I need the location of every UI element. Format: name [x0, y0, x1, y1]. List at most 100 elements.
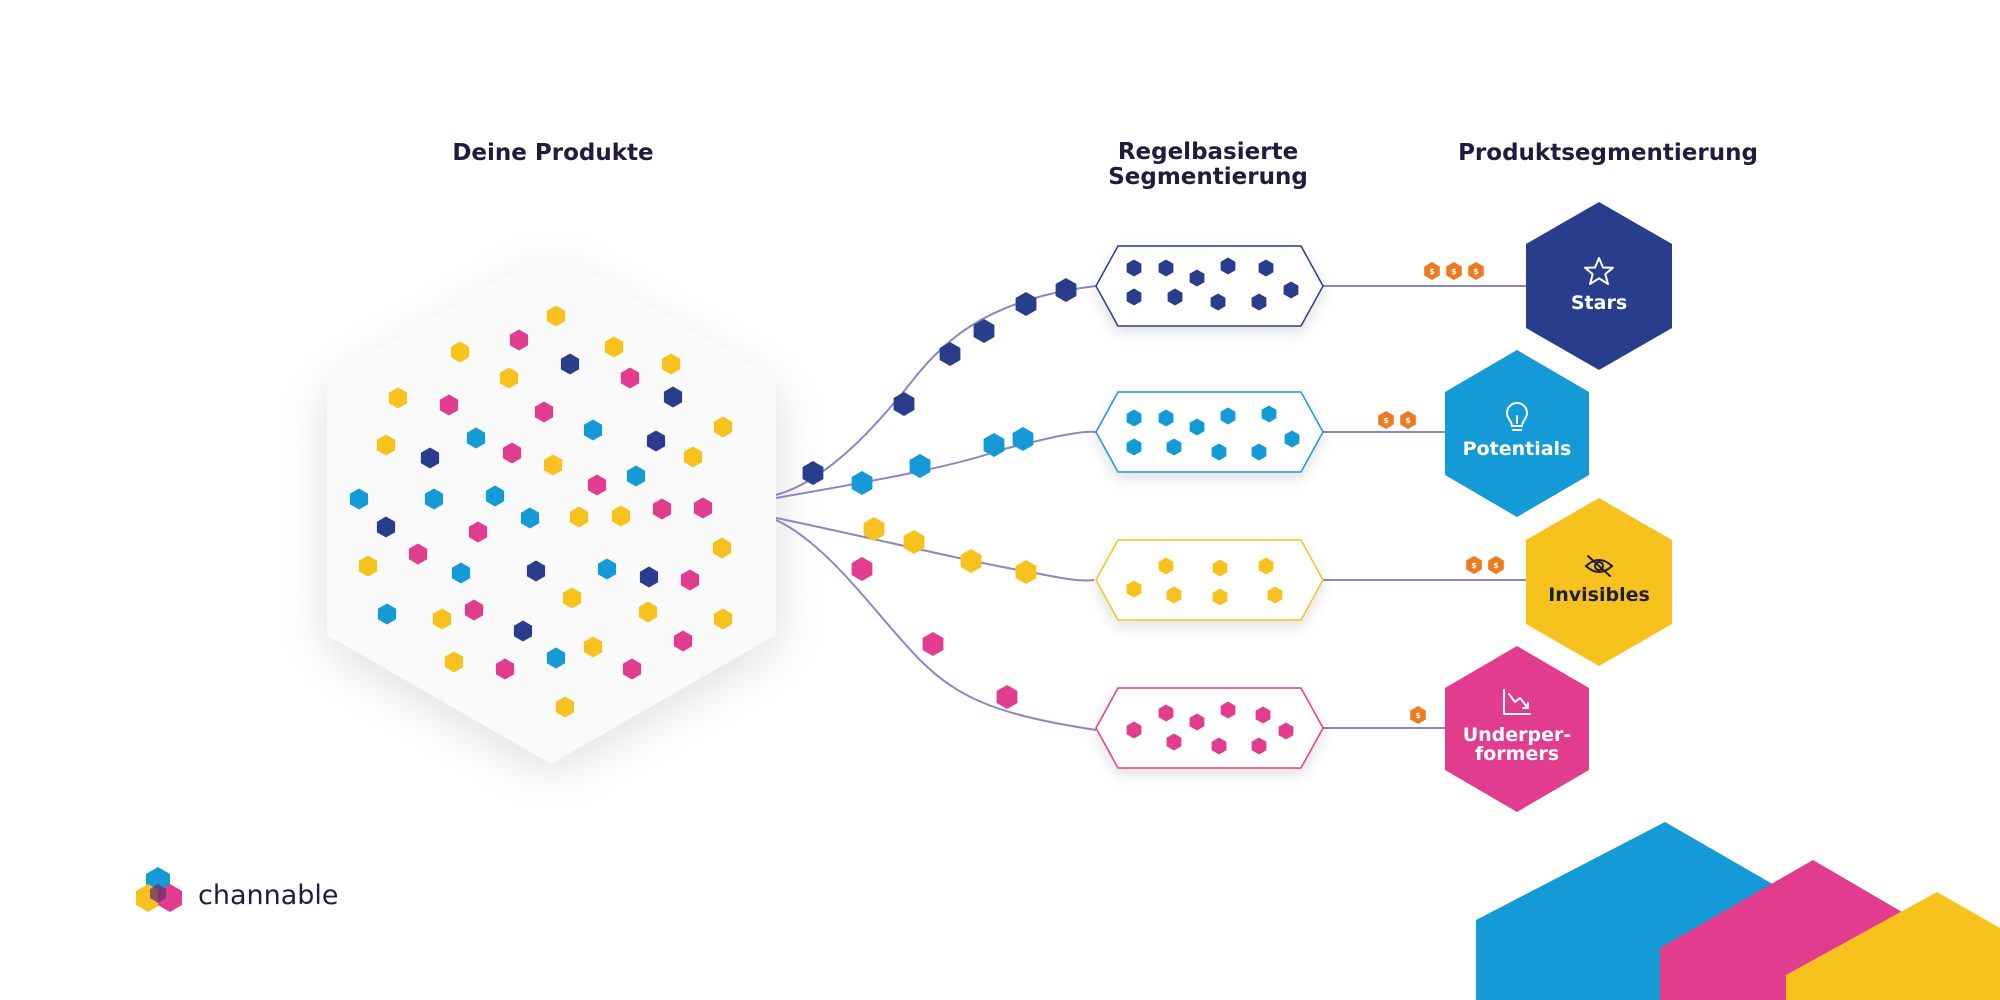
product-dot [376, 516, 396, 538]
filter-dot [1258, 557, 1274, 575]
underperformers-hexagon [1445, 646, 1589, 812]
connector-invisibles [775, 517, 1095, 582]
filter-dot [1212, 588, 1228, 606]
filter-dot [1255, 706, 1271, 724]
filter-invisibles [1095, 539, 1324, 621]
product-pool-hexagon [327, 250, 776, 764]
product-dot [646, 430, 666, 452]
rule-filters [1095, 245, 1324, 769]
product-dot [513, 620, 533, 642]
money-icon [1400, 411, 1416, 429]
money-symbol: $ [1473, 267, 1479, 276]
segment-potentials: Potentials [1445, 350, 1589, 517]
flowing-dot [973, 319, 995, 343]
filter-dot [1258, 259, 1274, 277]
lightbulb-icon [1505, 402, 1529, 431]
segmentation-title: Produktsegmentierung [1458, 140, 1758, 166]
flowing-dot [903, 530, 925, 554]
filter-dot [1210, 293, 1226, 311]
filter-dot [1211, 443, 1227, 461]
product-dot [546, 305, 566, 327]
flowing-dot [893, 392, 915, 416]
product-dot [495, 658, 515, 680]
flowing-dot [939, 342, 961, 366]
product-dot [439, 394, 459, 416]
potentials-label: Potentials [1463, 438, 1572, 460]
filter-dot [1220, 257, 1236, 275]
product-dot [583, 636, 603, 658]
filter-dot [1283, 281, 1299, 299]
flowing-dot [909, 454, 931, 478]
product-dot [663, 386, 683, 408]
filter-dot [1267, 586, 1283, 604]
product-dot [520, 507, 540, 529]
potentials-hexagon [1445, 350, 1589, 517]
underperformers-label-line2: formers [1475, 743, 1559, 765]
value-indicators: $$$$$$$$ [1378, 262, 1504, 724]
filter-dot [1166, 733, 1182, 751]
filter-dot [1166, 438, 1182, 456]
money-icon [1466, 556, 1482, 574]
filter-dot [1126, 721, 1142, 739]
filter-dot [1126, 259, 1142, 277]
filter-dot [1158, 259, 1174, 277]
filter-dot [1189, 269, 1205, 287]
money-icon [1468, 262, 1484, 280]
product-dot [444, 651, 464, 673]
filter-stars [1095, 245, 1324, 327]
product-dot [620, 367, 640, 389]
product-dot [626, 465, 646, 487]
product-dot [562, 587, 582, 609]
flowing-dot [802, 461, 824, 485]
segment-stars: Stars [1526, 202, 1672, 370]
product-dot [712, 537, 732, 559]
money-symbol: $ [1493, 561, 1499, 570]
segment-underperformers: Underper- formers [1445, 646, 1589, 812]
product-dot [534, 401, 554, 423]
stars-label: Stars [1571, 292, 1627, 314]
filter-dot [1251, 737, 1267, 755]
product-dot [661, 353, 681, 375]
filter-dot [1220, 701, 1236, 719]
segment-invisibles: Invisibles [1526, 498, 1672, 666]
product-dot [502, 442, 522, 464]
filter-dot [1211, 737, 1227, 755]
flowing-dot [851, 557, 873, 581]
product-dot [713, 608, 733, 630]
connector-lines [775, 285, 1527, 731]
flowing-dot [1012, 427, 1034, 451]
products-title: Deine Produkte [452, 140, 653, 166]
stars-hexagon [1526, 202, 1672, 370]
flowing-product-dots [802, 278, 1077, 709]
chart-down-icon [1503, 689, 1531, 715]
flowing-dot [996, 685, 1018, 709]
product-dot [466, 427, 486, 449]
filter-dot [1278, 722, 1294, 740]
product-dot [526, 560, 546, 582]
product-dot [451, 562, 471, 584]
money-icon [1446, 262, 1462, 280]
corner-hexagon-yellow [1786, 892, 2000, 1000]
flowing-dot [983, 433, 1005, 457]
connector-potentials [775, 430, 1097, 499]
product-dot [622, 658, 642, 680]
filter-dot [1212, 559, 1228, 577]
product-dot [509, 329, 529, 351]
money-symbol: $ [1471, 561, 1477, 570]
product-dot [555, 696, 575, 718]
rules-title-line1: Regelbasierte [1118, 139, 1298, 165]
money-symbol: $ [1429, 267, 1435, 276]
product-dot [377, 603, 397, 625]
rules-title-line2: Segmentierung [1108, 164, 1308, 190]
flowing-dot [1015, 560, 1037, 584]
flowing-dot [851, 471, 873, 495]
channable-logo-mark [136, 867, 182, 912]
channable-logo-text: channable [198, 880, 339, 911]
product-dot [420, 447, 440, 469]
product-dot [611, 505, 631, 527]
product-dot [583, 419, 603, 441]
product-dot [349, 488, 369, 510]
channable-logo[interactable]: channable [136, 867, 339, 912]
product-dot [683, 446, 703, 468]
